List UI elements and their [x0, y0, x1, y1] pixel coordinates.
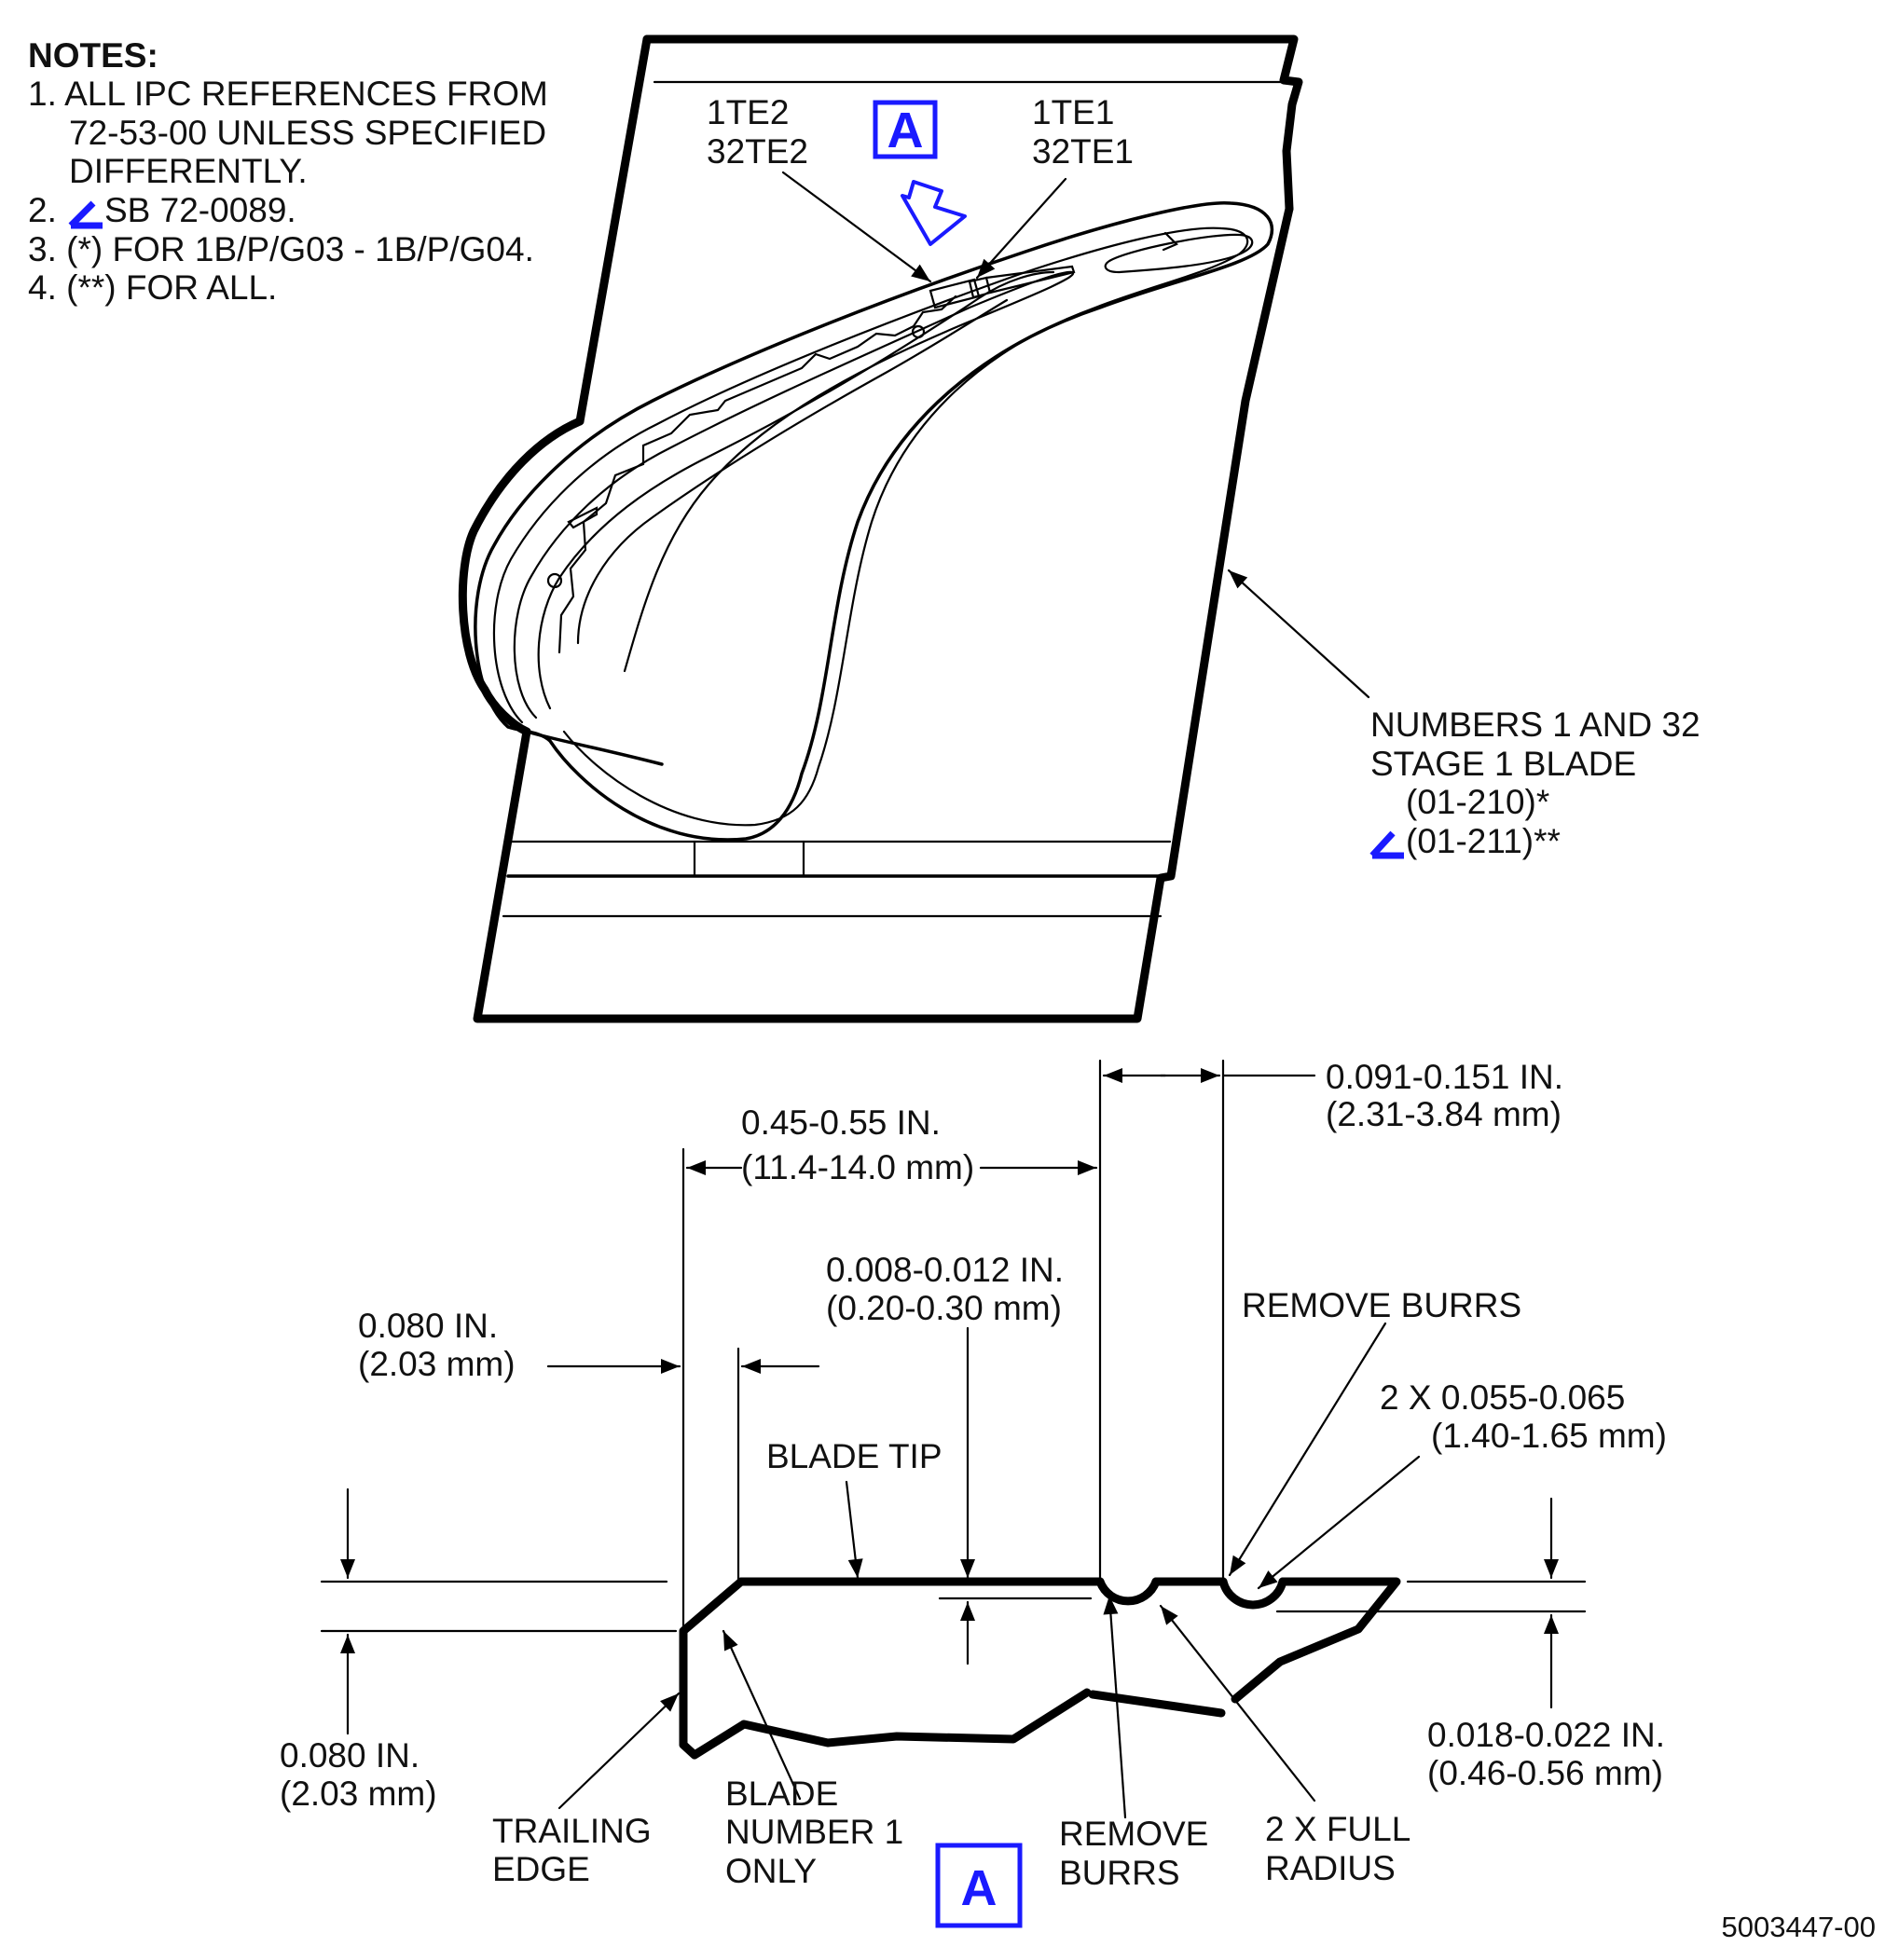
blade-callout-line-1: NUMBERS 1 AND 32: [1370, 706, 1700, 744]
dim-right-in: 0.018-0.022 IN.: [1427, 1716, 1665, 1754]
tip-platform-notch: [1162, 231, 1178, 252]
trailing-edge-tip: [984, 265, 1076, 295]
view-arrow-icon: [901, 180, 967, 246]
sb-change-bar-icon: [1369, 830, 1404, 859]
sb-change-bar-icon: [68, 200, 103, 229]
remove-burrs-bottom-line-2: BURRS: [1059, 1854, 1180, 1892]
notes-block: NOTES: 1. ALL IPC REFERENCES FROM 72-53-…: [28, 36, 548, 307]
blade-callout-line-3: (01-210)*: [1406, 783, 1549, 821]
blade-isometric-view: A 1TE2 32TE2 1TE1 32TE1 NUMBERS 1 AND 32…: [458, 34, 1700, 1023]
detail-a-box-bottom: [935, 1843, 1023, 1928]
note-3: 3. (*) FOR 1B/P/G03 - 1B/P/G04.: [28, 230, 534, 268]
te1-label-line-1: 1TE1: [1032, 93, 1114, 131]
tip-hole-2: [911, 324, 926, 339]
blade-tip-leader: [845, 1480, 863, 1580]
blade-number-line-3: ONLY: [725, 1852, 817, 1890]
trailing-edge-line-1: TRAILING: [492, 1812, 652, 1850]
dim-top-right-in: 0.091-0.151 IN.: [1326, 1058, 1563, 1096]
tip-pocket: [567, 506, 599, 529]
te2-label-line-2: 32TE2: [707, 132, 808, 171]
tip-profile-bottom-right: [1088, 1690, 1226, 1718]
trailing-edge-leader: [557, 1692, 681, 1810]
tip-profile-right: [1231, 1577, 1401, 1704]
blade-callout-line-2: STAGE 1 BLADE: [1370, 745, 1636, 783]
blade-number-line-1: BLADE: [725, 1775, 838, 1813]
note-2-number: 2.: [28, 191, 57, 229]
blade-frame-top: [642, 34, 1303, 213]
te1-leader: [975, 177, 1067, 280]
detail-a-ref-bottom: A: [961, 1860, 998, 1916]
remove-burrs-bottom-line-1: REMOVE: [1059, 1815, 1208, 1853]
dim-tip-depth-mm: (0.20-0.30 mm): [826, 1289, 1062, 1327]
detail-a-ref: A: [887, 103, 924, 158]
trailing-edge-line-2: EDGE: [492, 1850, 590, 1888]
tip-profile-bottom-left: [679, 1688, 1092, 1760]
full-radius-line-2: RADIUS: [1265, 1849, 1396, 1887]
platform-seams: [693, 840, 805, 878]
dim-span-mm: (11.4-14.0 mm): [741, 1148, 974, 1186]
trailing-edge-profile: [679, 1577, 746, 1749]
blade-frame-left-upper: [575, 34, 652, 426]
dim-right-mm: (0.46-0.56 mm): [1427, 1754, 1663, 1792]
note-2-text: SB 72-0089.: [104, 191, 296, 229]
blade-number-line-2: NUMBER 1: [725, 1813, 903, 1851]
airfoil-tip-squealer: [557, 295, 957, 654]
remove-burrs-bottom-leader: [1103, 1594, 1127, 1819]
tip-hole-1: [546, 572, 563, 589]
dim-left-bottom-in: 0.080 IN.: [280, 1736, 420, 1775]
te2-label-line-1: 1TE2: [707, 93, 789, 131]
airfoil-outer-profile: [474, 200, 1274, 842]
blade-callout-leader: [1227, 569, 1370, 699]
dim-left-top-in: 0.080 IN.: [358, 1307, 498, 1345]
note-1-line-1: 1. ALL IPC REFERENCES FROM: [28, 75, 548, 113]
notes-heading: NOTES:: [28, 36, 158, 75]
dim-left-bottom-mm: (2.03 mm): [280, 1775, 437, 1813]
blade-frame-bottom-right: [473, 204, 1294, 1023]
dim-top-right-mm: (2.31-3.84 mm): [1326, 1095, 1562, 1133]
full-radius-line-1: 2 X FULL: [1265, 1810, 1410, 1848]
remove-burrs-top-label: REMOVE BURRS: [1242, 1286, 1521, 1324]
blade-number-leader: [722, 1629, 802, 1801]
radius-dim-mm: (1.40-1.65 mm): [1431, 1417, 1667, 1455]
blade-tip-label: BLADE TIP: [766, 1437, 942, 1475]
dim-left-top-mm: (2.03 mm): [358, 1345, 516, 1383]
radius-dim-in: 2 X 0.055-0.065: [1380, 1378, 1625, 1417]
radius-dim-leader: [1257, 1455, 1421, 1590]
blade-callout-line-4: (01-211)**: [1406, 822, 1561, 860]
note-1-line-2: 72-53-00 UNLESS SPECIFIED: [69, 114, 546, 152]
airfoil-inner-wall: [576, 298, 1009, 645]
detail-a-view: 0.091-0.151 IN. (2.31-3.84 mm) 0.45-0.55…: [280, 1058, 1667, 1928]
airfoil-camber-line: [537, 270, 1055, 710]
note-4: 4. (**) FOR ALL.: [28, 268, 277, 307]
radius-notch-2: [1218, 1577, 1287, 1610]
drawing-number: 5003447-00: [1722, 1911, 1877, 1943]
blade-leading-edge: [458, 417, 585, 736]
airfoil-fillet-line: [492, 226, 1249, 827]
remove-burrs-top-leader: [1228, 1322, 1387, 1577]
radius-notch-1: [1095, 1577, 1161, 1606]
dim-tip-depth-in: 0.008-0.012 IN.: [826, 1251, 1064, 1289]
te2-leader: [781, 171, 932, 283]
te1-label-line-2: 32TE1: [1032, 132, 1134, 171]
dim-span-in: 0.45-0.55 IN.: [741, 1103, 941, 1142]
note-1-line-3: DIFFERENTLY.: [69, 152, 308, 190]
detail-a-box: [873, 100, 938, 159]
tip-platform-end: [1104, 233, 1254, 274]
full-radius-leader: [1159, 1604, 1316, 1802]
